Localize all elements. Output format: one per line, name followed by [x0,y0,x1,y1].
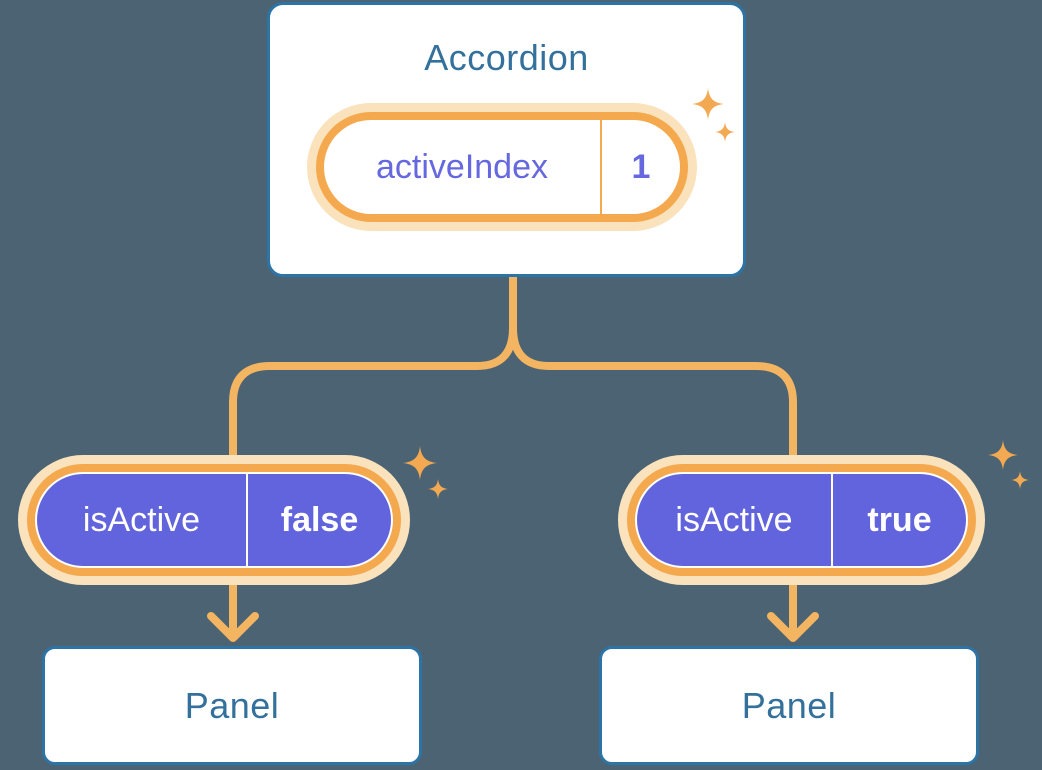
state-label: activeIndex [376,147,548,186]
sparkle-icon [403,446,448,499]
pill-divider [831,474,833,566]
fork-left-line [229,324,517,476]
pill-divider [246,474,248,566]
state-pill-activeindex: activeIndex 1 [316,112,688,222]
sparkle-icon [988,440,1029,489]
prop-pill-body: isActive false [37,474,391,566]
fork-right-line [509,324,797,476]
prop-value: true [867,500,932,539]
state-value: 1 [631,147,651,186]
prop-pill-body: isActive true [637,474,966,566]
panel-component-box-right: Panel [599,646,979,765]
arrow-left-head-icon [207,612,259,642]
accordion-title: Accordion [424,37,589,78]
prop-pill-isactive-false: isActive false [27,464,401,576]
sparkle-icon [692,88,735,142]
prop-label: isActive [82,500,201,539]
prop-pill-isactive-true: isActive true [627,464,976,576]
panel-component-box-left: Panel [42,646,422,765]
prop-value: false [280,500,359,539]
pill-divider [600,120,602,214]
prop-label: isActive [675,500,793,539]
arrow-right-head-icon [767,612,819,642]
